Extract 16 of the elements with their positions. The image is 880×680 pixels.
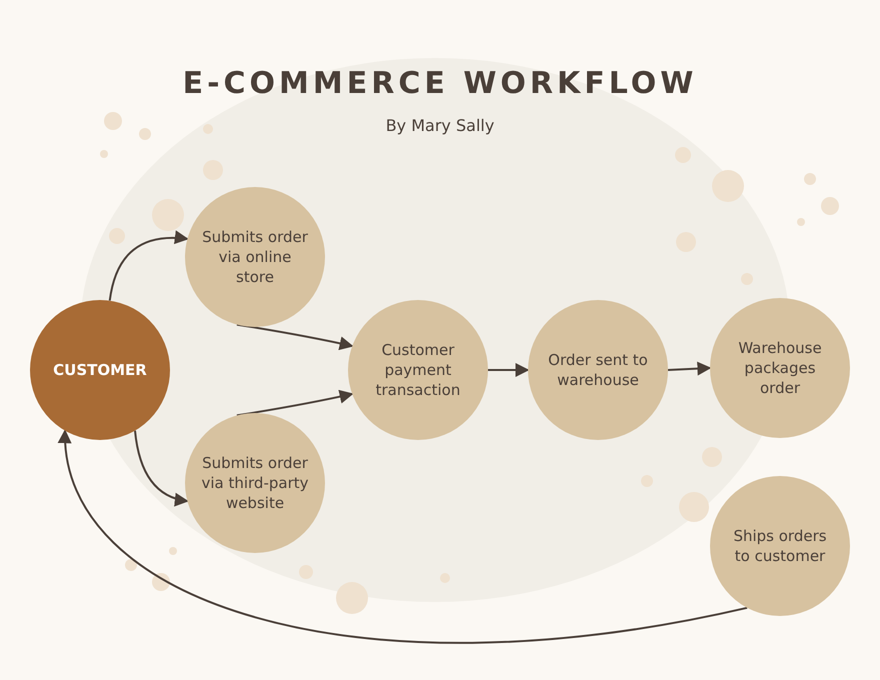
arrow [236, 390, 354, 416]
arrow [488, 363, 530, 377]
arrow [60, 429, 748, 644]
node-label: Submits order via third-party website [200, 453, 310, 513]
arrow [134, 430, 189, 506]
node-label: Warehouse packages order [737, 338, 823, 398]
arrow [108, 230, 189, 301]
subtitle: By Mary Sally [384, 116, 496, 135]
title: E-COMMERCE WORKFLOW [182, 66, 698, 101]
node-label: Order sent to warehouse [547, 350, 649, 390]
node-label: Submits order via online store [201, 227, 309, 287]
node-label: Customer payment transaction [374, 340, 462, 400]
arrow [236, 324, 354, 350]
node-label: CUSTOMER [53, 360, 147, 380]
arrow [668, 362, 712, 376]
node-label: Ships orders to customer [732, 526, 828, 566]
